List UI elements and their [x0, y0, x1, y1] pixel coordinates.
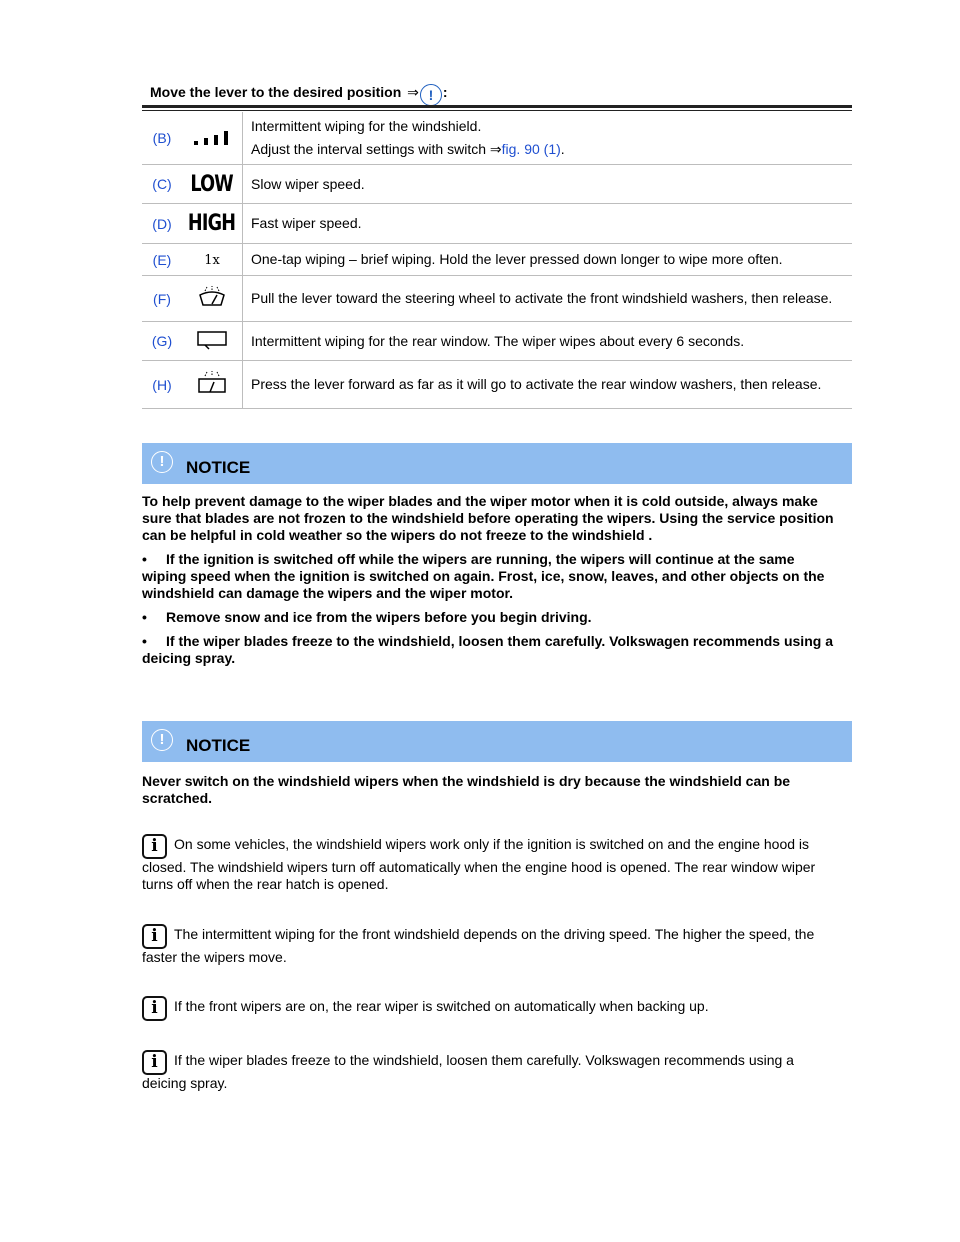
notice-text: Never switch on the windshield wipers wh…	[142, 773, 791, 806]
front-washer-icon	[182, 275, 243, 322]
warning-icon: !	[151, 729, 173, 751]
warning-icon: !	[419, 84, 442, 106]
row-description: Fast wiper speed.	[242, 203, 852, 244]
table-row: (E) 1x One-tap wiping – brief wiping. Ho…	[142, 243, 852, 276]
info-icon: i	[142, 834, 167, 859]
info-icon: i	[142, 1050, 167, 1075]
table-row: (B) Intermittent wiping for the windshie…	[142, 112, 852, 165]
bullet-text: If the wiper blades freeze to the windsh…	[142, 633, 833, 666]
high-speed-icon: HIGH	[182, 203, 243, 244]
row-description: Slow wiper speed.	[242, 164, 852, 204]
info-note: i If the front wipers are on, the rear wi…	[142, 996, 842, 1021]
rear-washer-icon	[182, 360, 243, 409]
row-key: (D)	[142, 203, 182, 244]
row-description: Intermittent wiping for the windshield. …	[242, 112, 852, 165]
bullet-text: If the ignition is switched off while th…	[142, 551, 825, 601]
note-text: If the front wipers are on, the rear wip…	[174, 998, 709, 1014]
row-desc-text: Adjust the interval settings with switch	[251, 141, 486, 157]
low-symbol: LOW	[190, 171, 234, 197]
info-icon: i	[142, 996, 167, 1021]
bullet-item: •If the wiper blades freeze to the winds…	[142, 633, 842, 667]
notice-banner: ! NOTICE	[142, 721, 852, 762]
arrow-icon: ⇒	[407, 84, 419, 100]
note-text: The intermittent wiping for the front wi…	[142, 926, 815, 965]
row-key: (E)	[142, 243, 182, 276]
bullet-item: •If the ignition is switched off while t…	[142, 551, 842, 602]
notice-label: NOTICE	[186, 736, 251, 755]
interval-bars-icon	[182, 112, 243, 165]
row-key: (G)	[142, 321, 182, 361]
note-text: If the wiper blades freeze to the windsh…	[142, 1052, 794, 1091]
intro-text: Move the lever to the desired position	[150, 84, 402, 100]
row-desc-line-2: Adjust the interval settings with switch…	[251, 141, 852, 158]
row-key: (H)	[142, 360, 182, 409]
bullet-dot: •	[142, 609, 147, 625]
row-desc-line: Intermittent wiping for the windshield.	[251, 118, 482, 134]
row-description: Intermittent wiping for the rear window.…	[242, 321, 852, 361]
high-symbol: HIGH	[188, 211, 236, 236]
table-top-rule	[142, 105, 852, 108]
notice-body: To help prevent damage to the wiper blad…	[142, 493, 842, 667]
fig-link[interactable]: fig. 90 (1)	[501, 141, 561, 157]
table-row: (C) LOW Slow wiper speed.	[142, 164, 852, 204]
intro-colon: :	[442, 84, 448, 100]
notice-label: NOTICE	[186, 458, 251, 477]
info-icon: i	[142, 924, 167, 949]
arrow-icon: ⇒	[489, 141, 502, 157]
row-description: Press the lever forward as far as it wil…	[242, 360, 852, 409]
bullet-item: • Remove snow and ice from the wipers bef…	[142, 609, 842, 626]
notice-banner: ! NOTICE	[142, 443, 852, 484]
row-description: Pull the lever toward the steering wheel…	[242, 275, 852, 322]
table-top-rule-thin	[142, 110, 852, 111]
table-row: (G) Intermittent wiping for the rear win…	[142, 321, 852, 361]
one-tap-icon: 1x	[182, 243, 243, 276]
bullet-dot: •	[142, 633, 147, 649]
warning-icon: !	[151, 451, 173, 473]
notice-text: To help prevent damage to the wiper blad…	[142, 493, 834, 543]
table-row: (F) Pull the lever toward the steering w…	[142, 275, 852, 322]
one-tap-symbol: 1x	[204, 253, 220, 268]
row-desc-end: .	[560, 141, 565, 157]
bullet-text: Remove snow and ice from the wipers befo…	[166, 609, 592, 625]
rear-wiper-icon	[182, 321, 243, 361]
row-key: (B)	[142, 112, 182, 165]
row-key: (C)	[142, 164, 182, 204]
bullet-dot: •	[142, 551, 147, 567]
low-speed-icon: LOW	[182, 164, 243, 204]
note-text: On some vehicles, the windshield wipers …	[142, 836, 816, 892]
table-row: (D) HIGH Fast wiper speed.	[142, 203, 852, 244]
row-key: (F)	[142, 275, 182, 322]
notice-body: Never switch on the windshield wipers wh…	[142, 773, 842, 807]
table-row: (H) Press the lever forward as far as it…	[142, 360, 852, 409]
row-description: One-tap wiping – brief wiping. Hold the …	[242, 243, 852, 276]
intro-line: Move the lever to the desired position ⇒…	[150, 84, 448, 106]
wiper-positions-table: (B) Intermittent wiping for the windshie…	[142, 112, 852, 409]
